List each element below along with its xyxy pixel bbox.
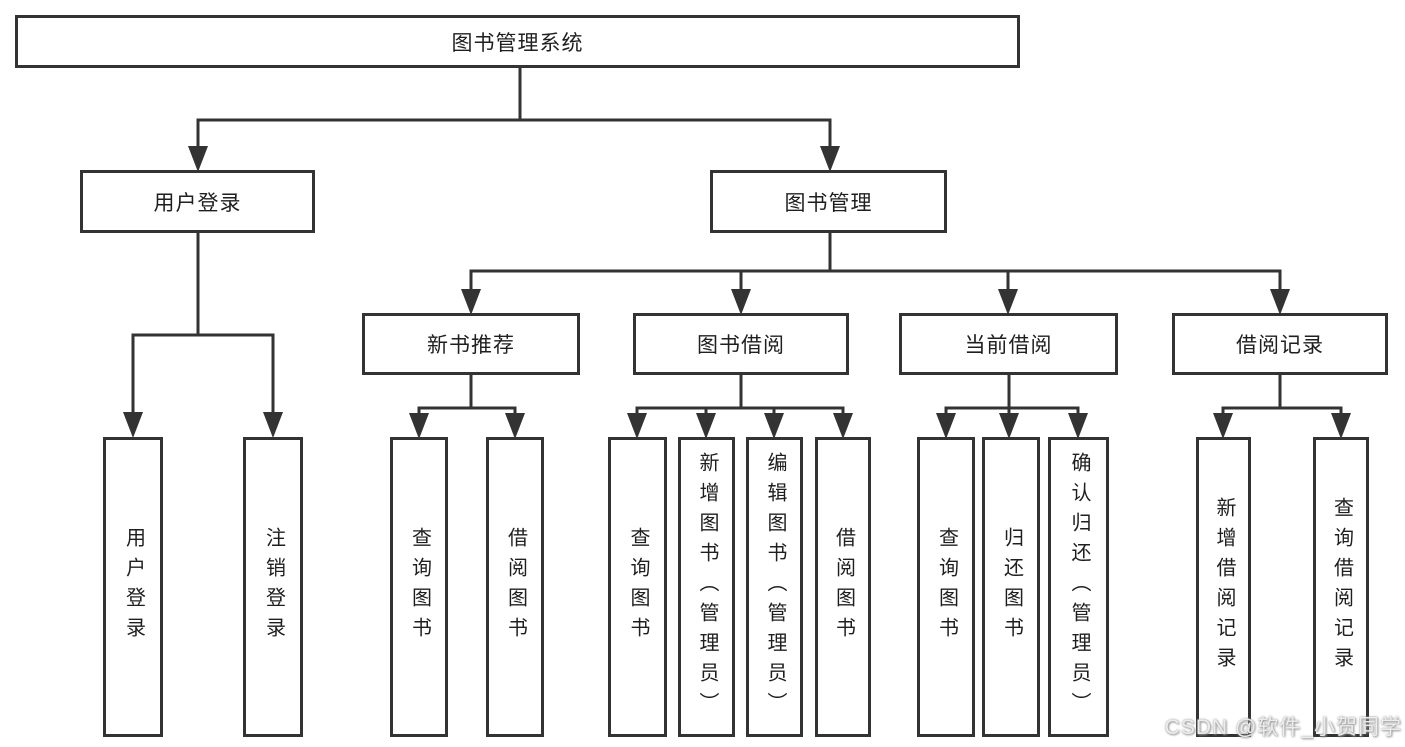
connector-borrowrecords-to-leaves (1221, 373, 1343, 418)
leaf-record-query: 查询借阅记录 (1313, 437, 1369, 737)
leaf-newbook-borrow: 借阅图书 (486, 437, 544, 737)
leaf-current-query-label: 查询图书 (935, 527, 958, 647)
connector-userlogin-to-leaves (131, 231, 275, 418)
leaf-borrow-edit-book: 编辑图书（管理员） (746, 437, 803, 737)
arrow-down-icon (696, 413, 716, 439)
node-book-management: 图书管理 (710, 170, 947, 233)
node-current-borrow: 当前借阅 (899, 313, 1118, 375)
connector-bookborrow-to-leaves (635, 373, 845, 418)
leaf-current-return: 归还图书 (982, 437, 1040, 737)
arrow-down-icon (999, 413, 1019, 439)
leaf-newbook-query: 查询图书 (390, 437, 448, 737)
leaf-current-confirm-return: 确认归还（管理员） (1048, 437, 1109, 737)
node-book-borrow: 图书借阅 (633, 313, 849, 375)
arrowheads (123, 146, 1351, 439)
watermark: CSDN @软件_小贺同学 (1164, 716, 1402, 739)
arrow-down-icon (409, 413, 429, 439)
arrow-down-icon (1068, 413, 1088, 439)
leaf-current-confirm-return-label: 确认归还（管理员） (1068, 452, 1090, 722)
leaf-current-return-label: 归还图书 (1000, 527, 1023, 647)
leaf-logout-label: 注销登录 (262, 527, 285, 647)
leaf-user-login: 用户登录 (103, 437, 163, 737)
arrow-down-icon (820, 146, 840, 172)
connector-newbookrec-to-leaves (417, 373, 517, 418)
arrow-down-icon (998, 289, 1018, 315)
node-new-book-recommend: 新书推荐 (362, 313, 580, 375)
node-user-login: 用户登录 (80, 170, 315, 233)
arrow-down-icon (731, 289, 751, 315)
leaf-borrow-add-book: 新增图书（管理员） (678, 437, 735, 737)
node-borrow-records: 借阅记录 (1172, 313, 1388, 375)
leaf-borrow-add-book-label: 新增图书（管理员） (696, 452, 718, 722)
connector-root-to-level2 (196, 66, 832, 152)
arrow-down-icon (1270, 289, 1290, 315)
leaf-borrow-borrow-book-label: 借阅图书 (832, 527, 855, 647)
arrow-down-icon (263, 412, 283, 438)
arrow-down-icon (936, 413, 956, 439)
arrow-down-icon (1213, 413, 1233, 439)
arrow-down-icon (505, 413, 525, 439)
leaf-logout: 注销登录 (243, 437, 303, 737)
leaf-newbook-borrow-label: 借阅图书 (504, 527, 527, 647)
leaf-newbook-query-label: 查询图书 (408, 527, 431, 647)
leaf-current-query: 查询图书 (917, 437, 975, 737)
arrow-down-icon (1331, 413, 1351, 439)
leaf-borrow-query: 查询图书 (608, 437, 667, 737)
arrow-down-icon (833, 413, 853, 439)
arrow-down-icon (764, 413, 784, 439)
connector-bookmgmt-to-level3 (469, 231, 1282, 295)
arrow-down-icon (123, 412, 143, 438)
leaf-record-add-label: 新增借阅记录 (1213, 497, 1235, 677)
leaf-record-query-label: 查询借阅记录 (1330, 497, 1353, 677)
connector-currentborrow-to-leaves (944, 373, 1080, 418)
leaf-borrow-query-label: 查询图书 (627, 527, 649, 647)
arrow-down-icon (188, 146, 208, 172)
arrow-down-icon (627, 413, 647, 439)
leaf-borrow-edit-book-label: 编辑图书（管理员） (764, 452, 786, 722)
arrow-down-icon (461, 289, 481, 315)
leaf-borrow-borrow-book: 借阅图书 (815, 437, 871, 737)
leaf-record-add: 新增借阅记录 (1196, 437, 1251, 737)
leaf-user-login-label: 用户登录 (122, 527, 145, 647)
node-root: 图书管理系统 (15, 15, 1020, 68)
